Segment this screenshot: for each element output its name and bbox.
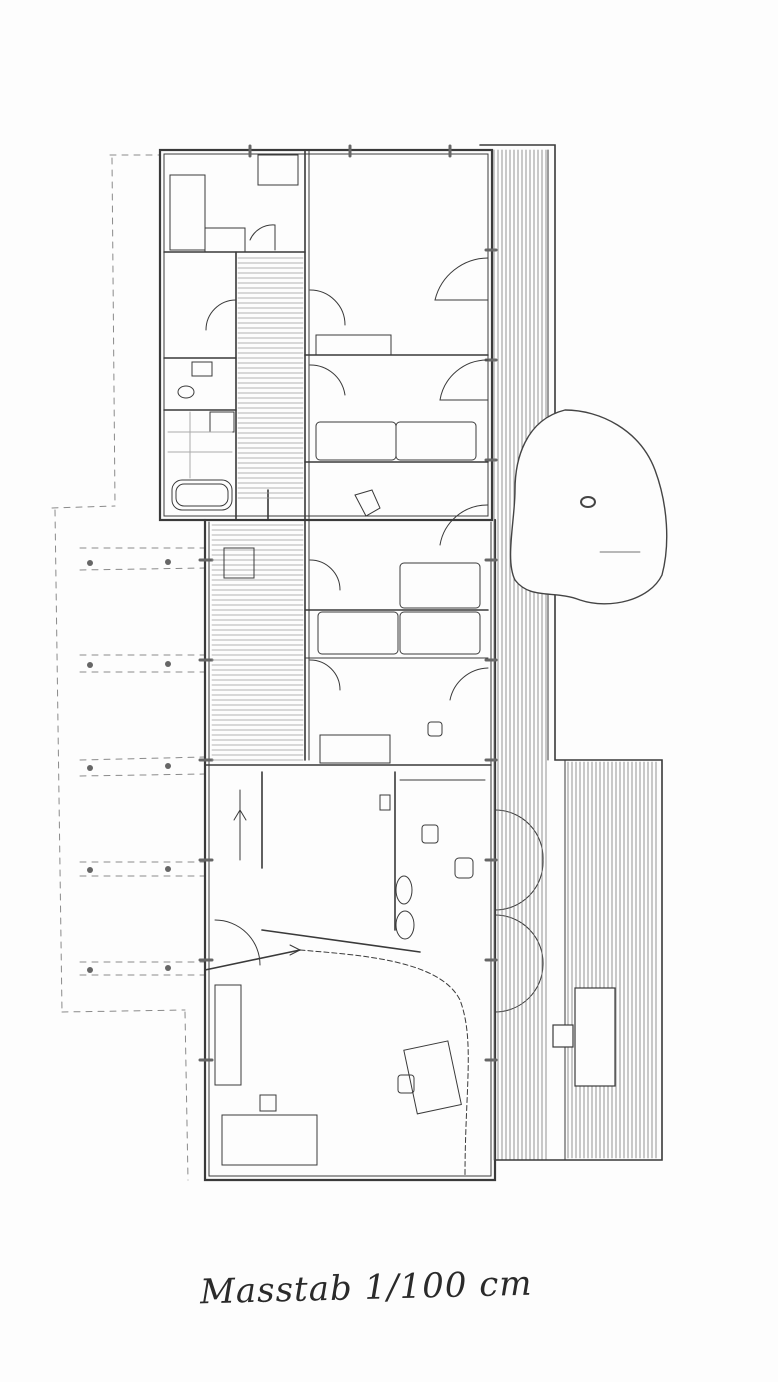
site-boundary-dashed [51,154,206,1181]
terrace-frame [479,144,663,1161]
terrace-decking-upper [493,149,547,1161]
tree-canopy [509,409,668,605]
exterior-walls [158,148,497,1182]
terrace-decking-lower [567,761,657,1159]
terrace-table [552,987,616,1087]
furniture [169,154,481,1166]
corridor-hatching-lower [211,524,304,761]
interior-walls [163,149,492,1177]
bathroom-fixtures [167,361,235,511]
post-markers [87,559,171,973]
corridor-hatching-upper [237,257,304,499]
